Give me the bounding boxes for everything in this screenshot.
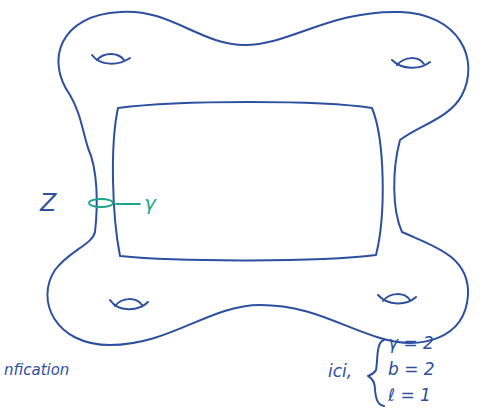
curve-name: γ [144, 192, 156, 214]
genus-value: γ = 2 [388, 334, 434, 353]
surface-name: Z [40, 190, 56, 216]
curve-gamma [89, 199, 140, 207]
count-value: ℓ = 1 [388, 386, 431, 405]
central-hole [113, 102, 383, 260]
boundary-value: b = 2 [388, 360, 435, 379]
note-text: ici, [328, 362, 352, 381]
brace [368, 340, 384, 406]
handle-symbols [92, 54, 430, 309]
note-fragment: nfication [4, 362, 69, 379]
surface-outline [47, 12, 468, 345]
